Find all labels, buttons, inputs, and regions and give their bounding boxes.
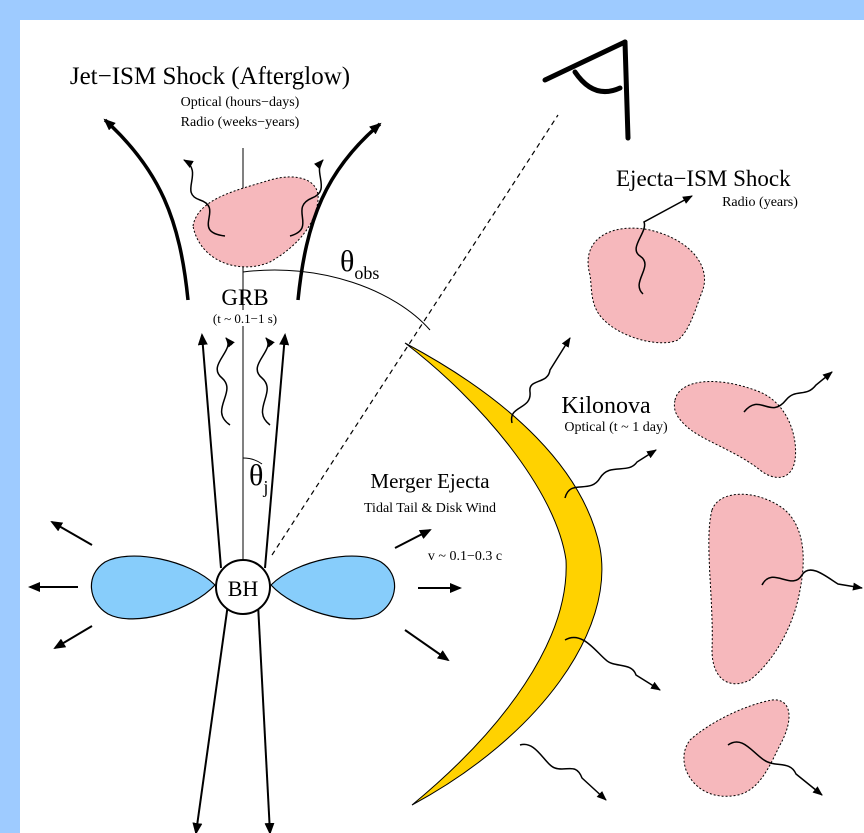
tidal-disk-label: Tidal Tail & Disk Wind [364, 501, 496, 516]
black-hole-label: BH [228, 576, 259, 601]
velocity-label: v ~ 0.1−0.3 c [428, 549, 502, 564]
merger-ejecta-label: Merger Ejecta [370, 469, 490, 493]
kilonova-label: Kilonova [561, 393, 651, 419]
ejecta-ism-radio-label: Radio (years) [722, 195, 798, 210]
kilonova-optical-label: Optical (t ~ 1 day) [564, 420, 668, 435]
afterglow-title: Jet−ISM Shock (Afterglow) [70, 63, 350, 90]
grb-label: GRB [221, 285, 268, 310]
frame-left [0, 0, 20, 833]
frame-top [0, 0, 864, 20]
grb-time-label: (t ~ 0.1−1 s) [213, 311, 277, 326]
afterglow-radio-label: Radio (weeks−years) [181, 115, 300, 130]
ejecta-ism-title: Ejecta−ISM Shock [616, 166, 791, 191]
afterglow-optical-label: Optical (hours−days) [181, 95, 300, 110]
